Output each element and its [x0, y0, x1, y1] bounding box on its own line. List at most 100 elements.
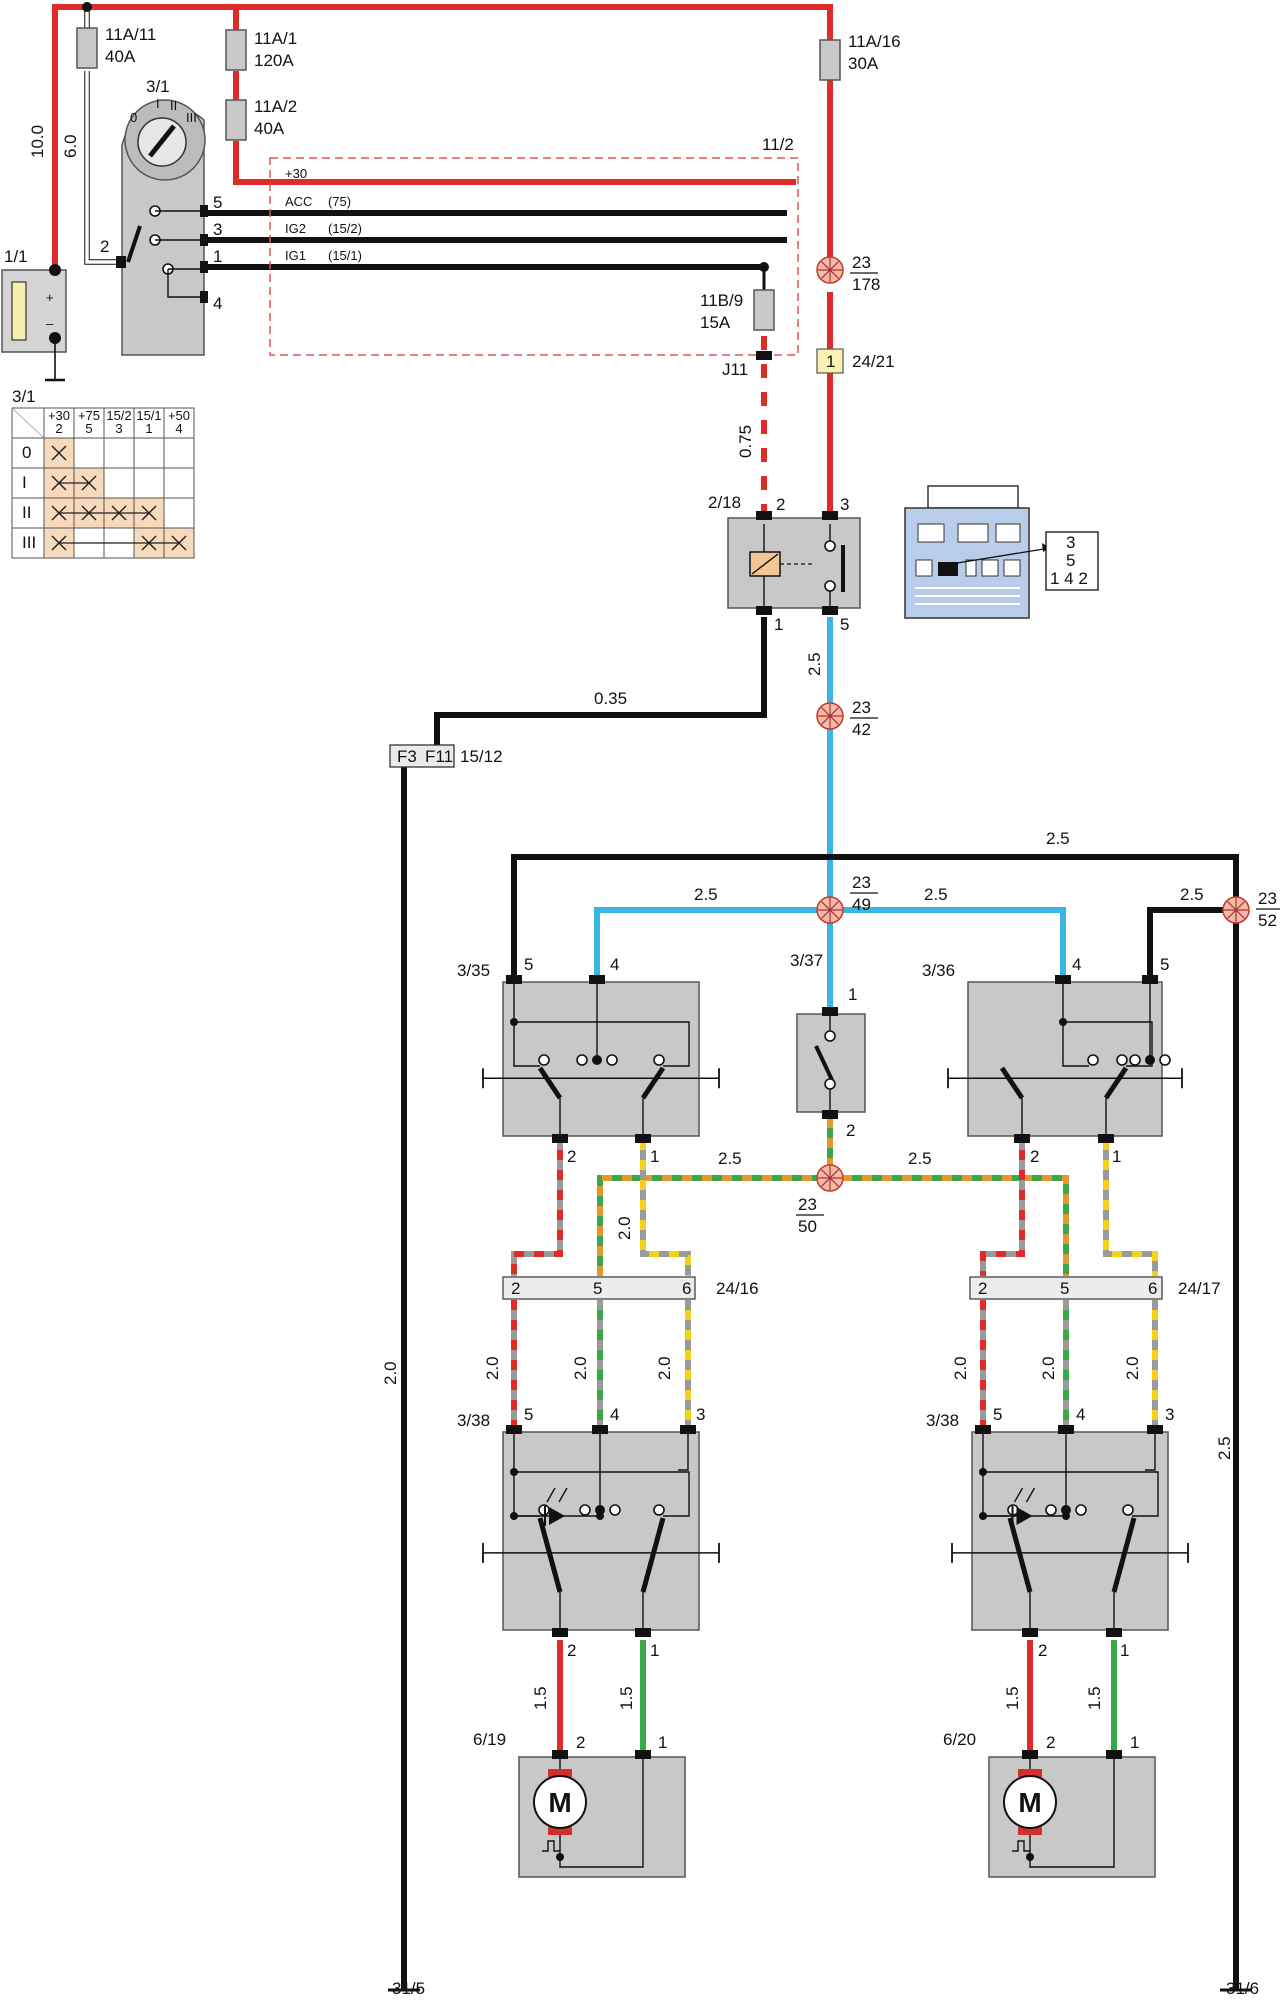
pulse-icon — [1012, 1840, 1030, 1852]
switch-3-38-right-lever-right — [1111, 1517, 1137, 1593]
switch-3-37: 3/37 1 2 — [790, 951, 866, 1140]
switch-3-38-right-pin-label: 3 — [1165, 1405, 1174, 1424]
cl-pin-6: 6 — [682, 1279, 691, 1298]
cl-pin-5: 5 — [593, 1279, 602, 1298]
switch-3-35-pin-label: 2 — [567, 1147, 576, 1166]
gauge-blue-left: 2.5 — [694, 885, 718, 904]
splice-s2-bottom: 42 — [852, 720, 871, 739]
switch-3-36-pin-label: 4 — [1072, 955, 1081, 974]
gauge-relay-ground: 0.35 — [594, 689, 627, 708]
fuse-11a1-id: 11A/1 — [254, 29, 297, 48]
fuse-11a16 — [819, 39, 841, 81]
relay-pin-1: 1 — [774, 615, 783, 634]
table-row-position: II — [22, 503, 31, 522]
connector-24-17: 2 5 6 24/17 — [969, 1276, 1221, 1300]
motor-pin-label: 1 — [658, 1733, 667, 1752]
table-header-bottom: 5 — [85, 421, 92, 436]
switch-3-35-label: 3/35 — [457, 961, 490, 980]
wire-green-bus — [597, 1175, 1069, 1276]
table-header-bottom: 4 — [175, 421, 182, 436]
gauge-conn-left-c: 2.0 — [655, 1356, 674, 1380]
fuse-11a2-id: 11A/2 — [254, 97, 297, 116]
circuit-plus30: +30 — [285, 166, 307, 181]
wire-right-1 — [1103, 1130, 1158, 1276]
relay-pin-5: 5 — [840, 615, 849, 634]
table-header-top: +75 — [78, 408, 100, 423]
gauge-relay-out: 2.5 — [805, 652, 824, 676]
ign-pin-2: 2 — [100, 237, 109, 256]
switch-3-38-left-pin-label: 5 — [524, 1405, 533, 1424]
sw37-pin-1: 1 — [848, 985, 857, 1004]
switch-3-38-right-label: 3/38 — [926, 1411, 959, 1430]
switch-3-38-right-pin-label: 1 — [1120, 1641, 1129, 1660]
switch-3-38-left-lever-left — [537, 1517, 563, 1593]
table-header-top: 15/1 — [136, 408, 161, 423]
gauge-right-feed: 2.5 — [1180, 885, 1204, 904]
ground-right-label: 31/6 — [1226, 1979, 1259, 1998]
gauge-motor-left-a: 1.5 — [531, 1686, 550, 1710]
fuse-11a11-id: 11A/11 — [105, 25, 156, 44]
j11-pin — [756, 351, 772, 360]
table-header-bottom: 2 — [55, 421, 62, 436]
table-header-bottom: 1 — [145, 421, 152, 436]
ground-block-label: 15/12 — [460, 747, 503, 766]
ground-left-label: 31/5 — [392, 1979, 425, 1998]
circuit-ig2-code: (15/2) — [328, 221, 362, 236]
connector-24-21-label: 24/21 — [852, 352, 895, 371]
motor-6-20-label: 6/20 — [943, 1730, 976, 1749]
junction-dot — [82, 2, 92, 12]
dial-3: III — [186, 110, 197, 125]
connector-24-16-label: 24/16 — [716, 1279, 759, 1298]
connector-24-21 — [816, 348, 844, 374]
switch-3-38-left-pin-label: 3 — [696, 1405, 705, 1424]
relay-body — [727, 517, 861, 609]
ignition-switch: 3/1 0 I II III 5 3 1 4 2 — [100, 77, 222, 356]
ign-pin-1: 1 — [213, 247, 222, 266]
cr-pin-5: 5 — [1060, 1279, 1069, 1298]
fuse-11b9-id: 11B/9 — [700, 291, 743, 310]
relay-socket-icon: 3 5 1 4 2 — [904, 485, 1099, 619]
splice-s5-top: 23 — [798, 1195, 817, 1214]
motor-pin-label: 2 — [1046, 1733, 1055, 1752]
ignition-contact-lever — [126, 225, 142, 263]
gauge-bottom-bus-right: 2.5 — [908, 1149, 932, 1168]
splice-s3-top: 23 — [852, 873, 871, 892]
circuit-acc: ACC — [285, 194, 312, 209]
motor-6-20: M6/20 — [943, 1730, 1156, 1878]
switch-3-38-right-lever-left — [1007, 1517, 1033, 1593]
fuse-11a1 — [225, 29, 247, 71]
splice-s3-bottom: 49 — [852, 895, 871, 914]
splice-s2-top: 23 — [852, 698, 871, 717]
battery-label: 1/1 — [4, 247, 28, 266]
fuse-11b9-rating: 15A — [700, 313, 731, 332]
gauge-ground-left: 2.0 — [381, 1361, 400, 1385]
switch-3-35-pin-label: 4 — [610, 955, 619, 974]
battery-cell — [11, 281, 27, 341]
switch-3-37-body — [796, 1013, 866, 1113]
junction-dot — [759, 262, 769, 272]
fuse-11a1-rating: 120A — [254, 51, 294, 70]
switch-3-35-lever-left — [537, 1066, 563, 1100]
ground-block — [389, 744, 455, 768]
switch-3-38-left-label: 3/38 — [457, 1411, 490, 1430]
splice-s1-bottom: 178 — [852, 275, 880, 294]
switch-3-36-lever-left — [999, 1066, 1025, 1100]
led-icon — [1016, 1507, 1033, 1525]
switch-3-36-lever-right — [1103, 1066, 1129, 1100]
striped-wires — [511, 1118, 1158, 1752]
connector-24-17-label: 24/17 — [1178, 1279, 1221, 1298]
switch-3-38-left-pin-label: 1 — [650, 1641, 659, 1660]
gauge-battery-main: 10.0 — [28, 125, 47, 158]
motor-pin-label: 1 — [1130, 1733, 1139, 1752]
socket-pin-row1: 3 — [1066, 533, 1075, 552]
gauge-motor-left-b: 1.5 — [617, 1686, 636, 1710]
socket-pin-row3: 1 4 2 — [1050, 569, 1088, 588]
